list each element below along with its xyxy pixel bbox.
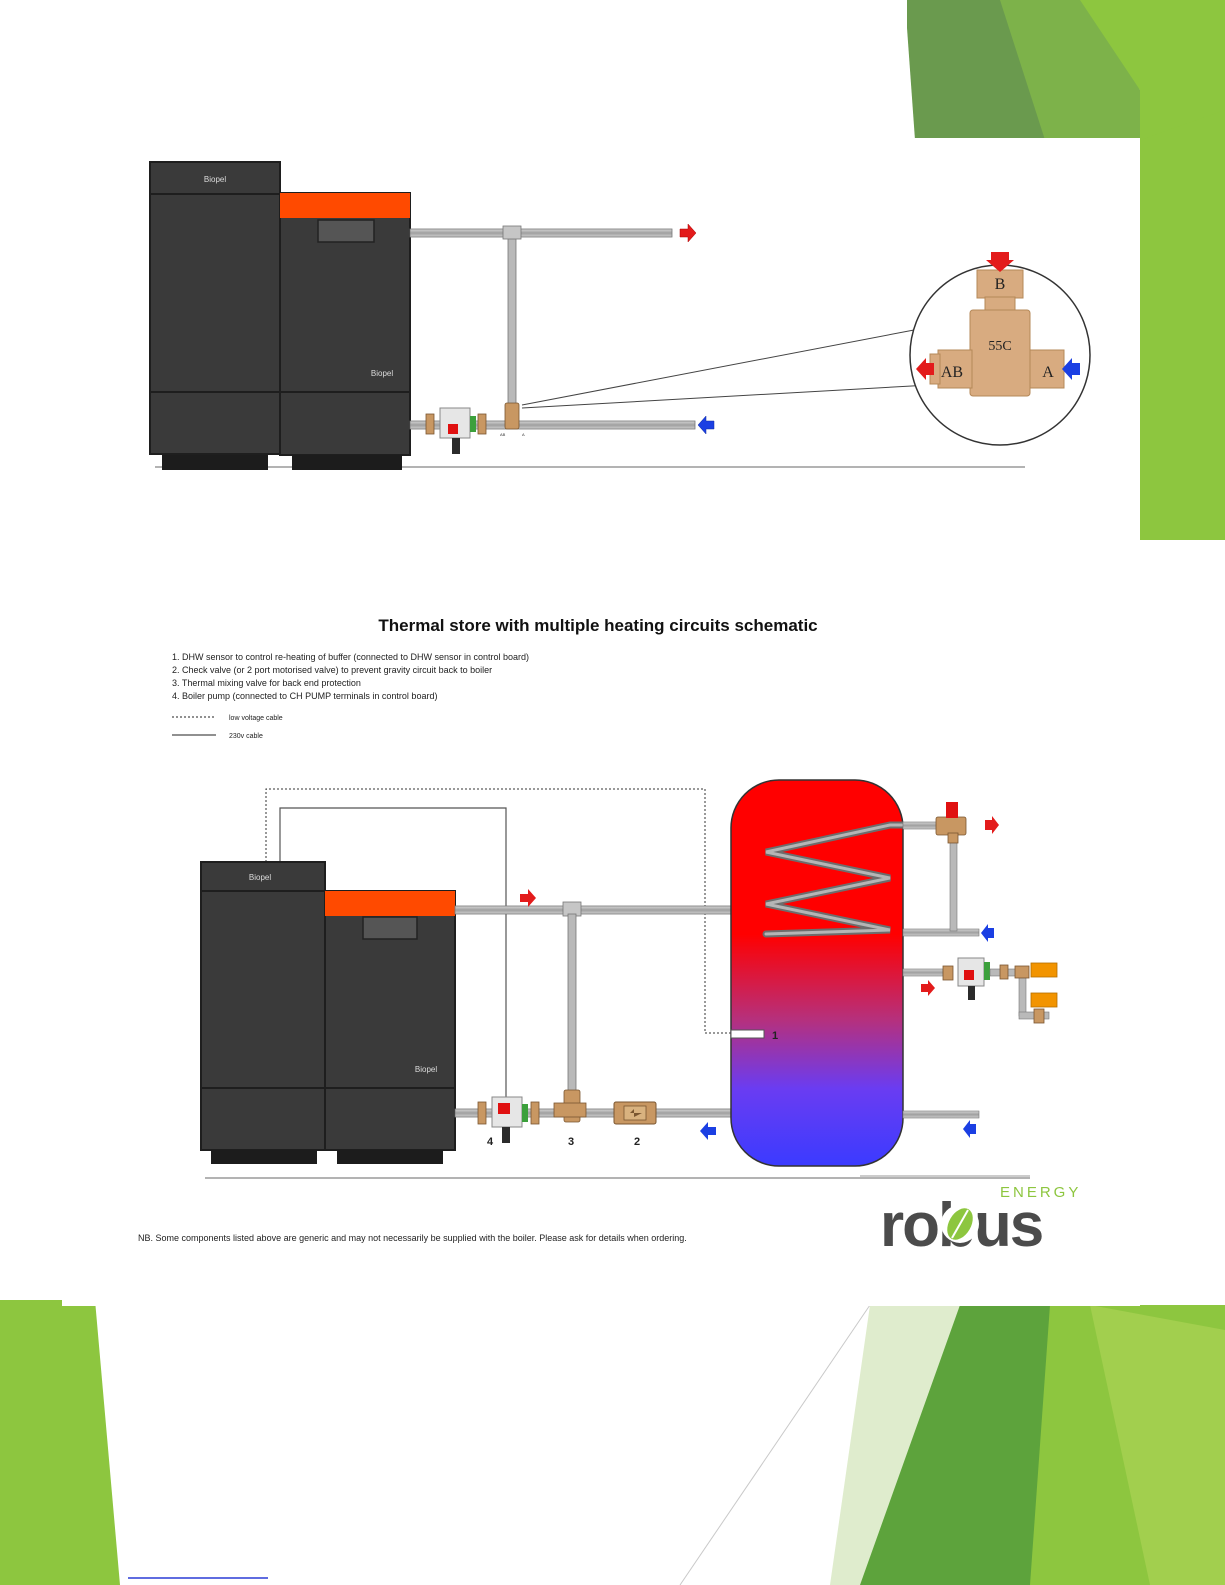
tee-fitting	[502, 225, 522, 240]
component-number-4: 4	[487, 1136, 494, 1148]
mains-cable	[279, 807, 507, 1108]
mixing-valve-icon	[553, 1089, 587, 1123]
thermal-store-tank: 1	[730, 779, 906, 1167]
flow-arrow-icon	[921, 980, 935, 996]
valve-port-a-label: A	[1042, 364, 1054, 381]
valve-port-label: A	[522, 432, 525, 437]
flow-arrow-icon	[963, 1120, 976, 1138]
logo-subtitle: ENERGY	[1000, 1184, 1081, 1201]
low-voltage-cable	[265, 788, 731, 1034]
flow-arrow-icon	[1062, 358, 1080, 380]
dhw-return-pipe	[902, 928, 980, 937]
schematic-title: Thermal store with multiple heating circ…	[378, 616, 817, 635]
note-item: 2. Check valve (or 2 port motorised valv…	[172, 665, 492, 675]
flow-arrow-icon	[981, 924, 994, 942]
bypass-pipe	[567, 913, 577, 1093]
pump-icon	[477, 1096, 540, 1143]
boiler-body: Biopel	[324, 890, 456, 1164]
legend-low-voltage: low voltage cable	[229, 715, 283, 722]
flow-arrow-icon	[697, 415, 715, 435]
flow-arrow-icon	[985, 816, 999, 834]
boiler-label: Biopel	[249, 873, 271, 882]
flow-pipe	[409, 228, 673, 238]
mixing-valve-icon: AB A	[500, 402, 525, 437]
legend-230v: 230v cable	[229, 733, 263, 740]
flow-pipe	[454, 905, 734, 915]
boiler-hopper: Biopel	[200, 861, 326, 1164]
pump-icon	[964, 970, 974, 980]
note-item: 1. DHW sensor to control re-heating of b…	[172, 652, 529, 662]
flow-arrow-icon	[986, 252, 1014, 272]
boiler-hopper: Biopel	[149, 161, 281, 470]
component-number-3: 3	[568, 1136, 574, 1148]
component-number-2: 2	[634, 1136, 640, 1148]
dhw-coil-highlight	[764, 823, 904, 936]
deco-shape-right-band	[1140, 110, 1225, 540]
robus-logo: ENERGY robus	[880, 1184, 1081, 1260]
deco-shape-bottom-right-light	[1090, 1305, 1225, 1585]
callout-line	[521, 384, 931, 409]
boiler-label: Biopel	[371, 369, 393, 378]
callout-line	[521, 329, 915, 406]
boiler-label: Biopel	[415, 1065, 437, 1074]
footnote: NB. Some components listed above are gen…	[138, 1233, 687, 1243]
valve-port-b-label: B	[995, 276, 1006, 293]
valve-port-label: AB	[500, 432, 506, 437]
deco-thin-line	[679, 1304, 871, 1585]
note-item: 4. Boiler pump (connected to CH PUMP ter…	[172, 691, 437, 701]
valve-detail-callout: B 55C AB A	[909, 252, 1091, 446]
bottom-diagram: Thermal store with multiple heating circ…	[138, 616, 1081, 1260]
dhw-riser-pipe	[949, 835, 958, 932]
valve-setpoint-label: 55C	[988, 339, 1011, 354]
sensor-icon	[730, 1029, 765, 1039]
flow-arrow-icon	[916, 358, 934, 380]
notes-list: 1. DHW sensor to control re-heating of b…	[172, 652, 529, 701]
heating-pump-group	[942, 957, 1058, 1024]
document-page-upper	[62, 0, 907, 140]
top-diagram: Biopel Biopel AB A	[149, 161, 1091, 470]
bypass-pipe	[507, 234, 517, 406]
boiler-body: Biopel	[279, 192, 411, 470]
mixing-valve-icon	[935, 802, 967, 844]
flow-arrow-icon	[700, 1122, 716, 1140]
cable-legend: low voltage cable 230v cable	[172, 715, 283, 740]
boiler-label: Biopel	[204, 175, 226, 184]
flow-arrow-icon	[520, 889, 536, 907]
check-valve-icon	[613, 1101, 657, 1125]
heating-return-pipe	[902, 1110, 980, 1119]
flow-arrow-icon	[679, 223, 697, 243]
robus-leaf-logo	[941, 1205, 979, 1243]
pump-icon	[425, 407, 487, 454]
component-number-1: 1	[772, 1030, 778, 1042]
return-pipe	[409, 420, 696, 430]
deco-shape-left	[0, 1300, 120, 1585]
heating-flow-pipe	[902, 968, 944, 977]
note-item: 3. Thermal mixing valve for back end pro…	[172, 678, 361, 688]
valve-port-ab-label: AB	[941, 364, 963, 381]
